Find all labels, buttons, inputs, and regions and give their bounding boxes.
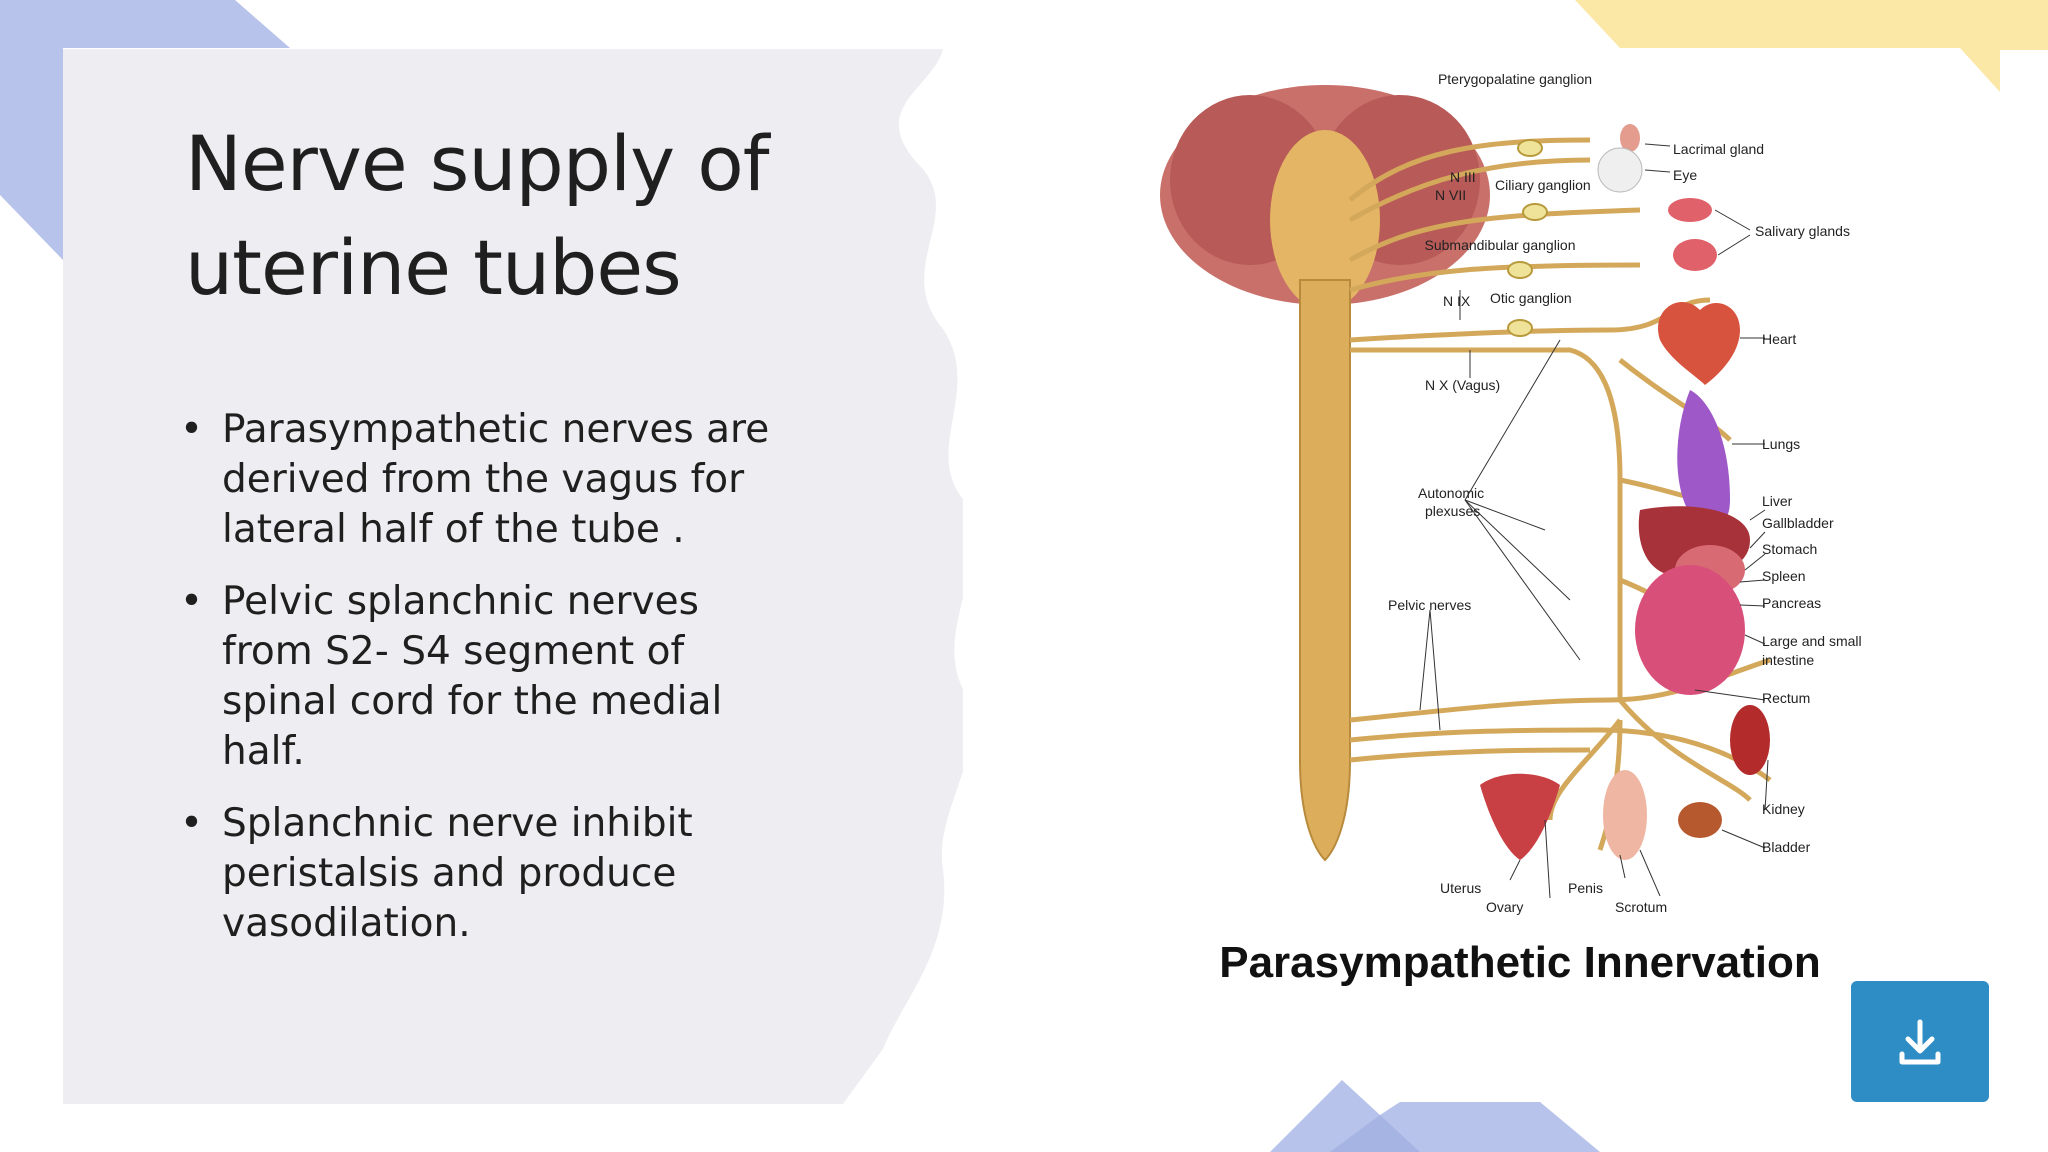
label-ovary: Ovary — [1486, 899, 1523, 915]
salivary-gland-1 — [1668, 198, 1712, 222]
label-scrotum: Scrotum — [1615, 899, 1667, 915]
label-n10: N X (Vagus) — [1425, 377, 1500, 393]
label-heart: Heart — [1762, 331, 1796, 347]
organs — [1480, 124, 1770, 860]
lacrimal-gland — [1620, 124, 1640, 152]
lungs — [1677, 390, 1730, 526]
ganglia — [1507, 139, 1548, 337]
label-gallbladder: Gallbladder — [1762, 515, 1834, 531]
label-intestine-1: Large and small — [1762, 633, 1862, 649]
label-rectum: Rectum — [1762, 690, 1810, 706]
label-bladder: Bladder — [1762, 839, 1811, 855]
bullet-list: Parasympathetic nerves are derived from … — [180, 405, 800, 971]
bladder — [1678, 802, 1722, 838]
parasympathetic-diagram: Pterygopalatine ganglion Lacrimal gland … — [1160, 71, 1862, 915]
label-lungs: Lungs — [1762, 436, 1800, 452]
heart — [1658, 301, 1740, 385]
label-n3: N III — [1450, 169, 1476, 185]
download-button[interactable] — [1851, 981, 1989, 1102]
label-stomach: Stomach — [1762, 541, 1817, 557]
figure-caption: Parasympathetic Innervation — [1219, 938, 1821, 987]
salivary-gland-2 — [1673, 239, 1717, 271]
label-pancreas: Pancreas — [1762, 595, 1821, 611]
label-ciliary: Ciliary ganglion — [1495, 177, 1591, 193]
penis-scrotum — [1603, 770, 1647, 860]
bullet-item: Splanchnic nerve inhibit peristalsis and… — [180, 799, 800, 949]
download-icon — [1899, 1019, 1941, 1064]
label-salivary: Salivary glands — [1755, 223, 1850, 239]
label-otic: Otic ganglion — [1490, 290, 1572, 306]
intestine — [1635, 565, 1745, 695]
bottom-decoration — [1270, 1080, 1600, 1152]
bullet-item: Pelvic splanchnic nerves from S2- S4 seg… — [180, 577, 800, 777]
label-uterus: Uterus — [1440, 880, 1481, 896]
label-eye: Eye — [1673, 167, 1697, 183]
label-autonomic-1: Autonomic — [1418, 485, 1484, 501]
top-left-decoration — [0, 0, 290, 260]
label-pterygopalatine: Pterygopalatine ganglion — [1438, 71, 1592, 87]
uterus — [1480, 773, 1560, 860]
eye — [1597, 147, 1643, 193]
label-spleen: Spleen — [1762, 568, 1806, 584]
label-penis: Penis — [1568, 880, 1603, 896]
label-kidney: Kidney — [1762, 801, 1805, 817]
label-intestine-2: intestine — [1762, 652, 1814, 668]
label-submandibular: Submandibular ganglion — [1425, 237, 1576, 253]
bullet-item: Parasympathetic nerves are derived from … — [180, 405, 800, 555]
label-n9: N IX — [1443, 293, 1471, 309]
label-liver: Liver — [1762, 493, 1793, 509]
label-n7: N VII — [1435, 187, 1466, 203]
slide-title: Nerve supply of uterine tubes — [185, 119, 770, 312]
label-lacrimal: Lacrimal gland — [1673, 141, 1764, 157]
label-lines — [1419, 143, 1769, 899]
label-autonomic-2: plexuses — [1425, 503, 1480, 519]
kidney — [1730, 705, 1770, 775]
spinal-cord — [1299, 279, 1351, 862]
brain-illustration — [1160, 85, 1490, 310]
top-right-decoration — [1575, 0, 2048, 92]
label-pelvic: Pelvic nerves — [1388, 597, 1471, 613]
